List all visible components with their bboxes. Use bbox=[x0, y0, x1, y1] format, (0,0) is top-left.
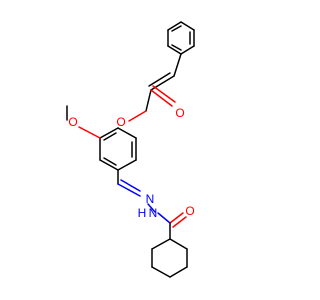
hydrazone-nh-n-label: N bbox=[149, 206, 158, 220]
ester-carbonyl-oxygen-label: O bbox=[175, 106, 184, 120]
structure-canvas: O O O N N H O bbox=[66, 21, 195, 278]
methoxy-group bbox=[66, 105, 101, 139]
amide-oxygen-label: O bbox=[185, 204, 194, 218]
ester-oxygen-label: O bbox=[116, 115, 125, 129]
structure-diagram: O O O N N H O bbox=[66, 21, 195, 278]
methoxy-oxygen-label: O bbox=[68, 115, 77, 129]
hydrazone-n-label: N bbox=[146, 192, 155, 206]
cinnamoyl-chain bbox=[128, 53, 182, 122]
hydrazone-h-label: H bbox=[138, 206, 147, 220]
methoxyphenyl-ring bbox=[99, 127, 137, 171]
phenyl-ring bbox=[167, 21, 195, 55]
cyclohexyl-ring bbox=[151, 238, 188, 278]
hydrazone-chain bbox=[117, 169, 187, 240]
